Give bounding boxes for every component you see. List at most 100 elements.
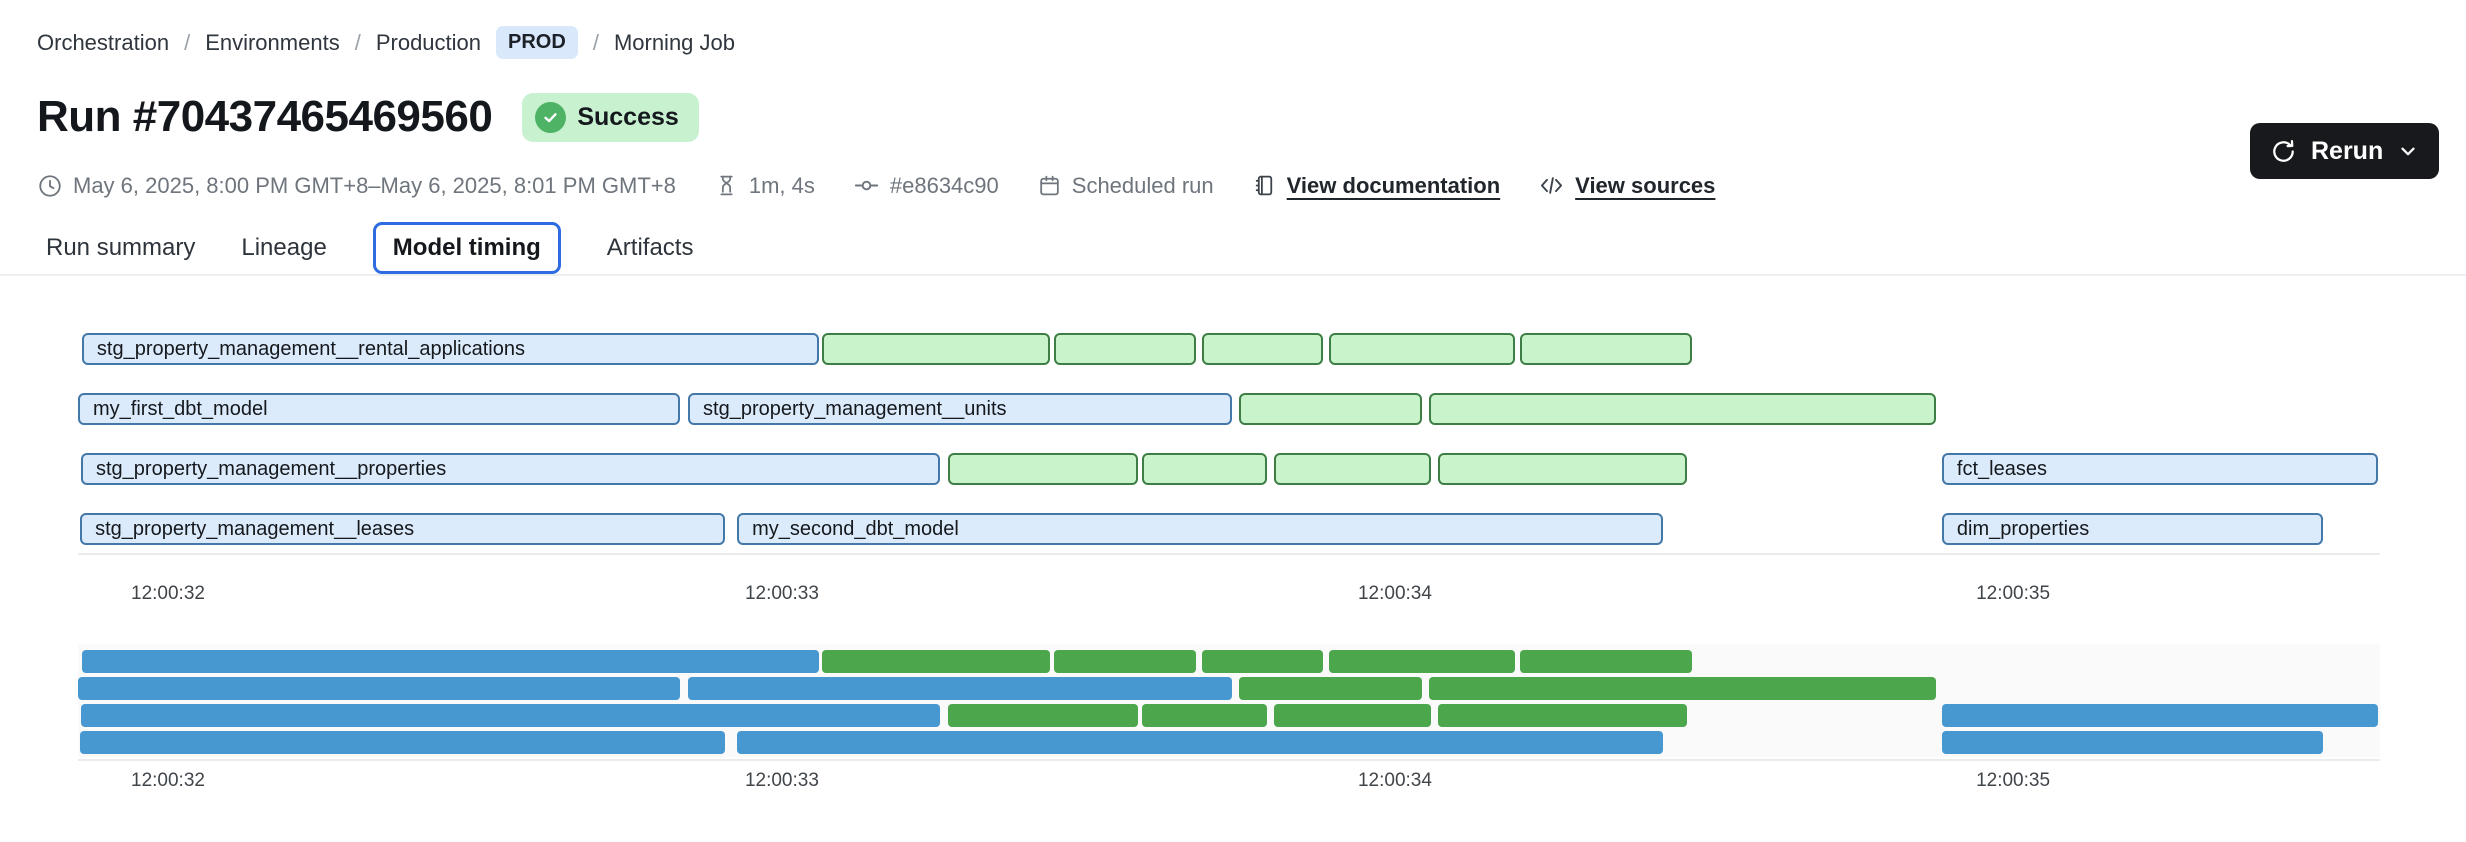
minimap-row <box>78 677 2380 700</box>
gantt-bar[interactable]: my_second_dbt_model <box>737 513 1664 545</box>
gantt-bar[interactable] <box>822 333 1050 365</box>
minimap-bar[interactable] <box>737 731 1664 754</box>
minimap-bar[interactable] <box>81 650 819 673</box>
minimap-bar[interactable] <box>1429 677 1936 700</box>
minimap-bar[interactable] <box>80 731 726 754</box>
minimap-bar[interactable] <box>1941 731 2323 754</box>
minimap-bar[interactable] <box>1238 677 1422 700</box>
gantt-bar-label: stg_property_management__properties <box>95 457 447 480</box>
gantt-bar-label: my_first_dbt_model <box>93 397 268 420</box>
status-badge: Success <box>522 92 699 142</box>
time-tick-label: 12:00:33 <box>744 583 819 604</box>
minimap-row <box>78 650 2380 673</box>
breadcrumb-environments[interactable]: Environments <box>205 29 340 55</box>
page-title: Run #70437465469560 <box>37 92 493 141</box>
refresh-icon <box>2273 139 2294 162</box>
gantt-bar[interactable] <box>1238 393 1422 425</box>
minimap-bar[interactable] <box>1141 704 1267 727</box>
minimap-bar[interactable] <box>1054 650 1197 673</box>
gantt-bar[interactable] <box>1438 453 1688 485</box>
gantt-row: stg_property_management__leases my_second… <box>78 513 2380 545</box>
time-tick-label: 12:00:34 <box>1357 583 1432 604</box>
breadcrumb-separator: / <box>184 29 191 55</box>
view-sources-link-item: View sources <box>1538 172 1715 199</box>
gantt-bar-label: stg_property_management__units <box>703 397 1007 420</box>
time-tick-label: 12:00:32 <box>131 770 205 791</box>
breadcrumb-separator: / <box>354 29 361 55</box>
gantt-bar-label: my_second_dbt_model <box>752 517 959 540</box>
rerun-button[interactable]: Rerun <box>2250 123 2440 179</box>
gantt-bar[interactable]: stg_property_management__units <box>688 393 1232 425</box>
gantt-bar[interactable]: fct_leases <box>1941 453 2378 485</box>
minimap-bar[interactable] <box>80 704 941 727</box>
minimap-row <box>78 731 2380 754</box>
documentation-icon <box>1255 175 1272 196</box>
minimap-bar[interactable] <box>947 704 1138 727</box>
run-time-range: May 6, 2025, 8:00 PM GMT+8–May 6, 2025, … <box>37 173 676 199</box>
minimap-bar[interactable] <box>1941 704 2378 727</box>
time-tick-label: 12:00:32 <box>131 583 205 604</box>
status-badge-label: Success <box>577 102 679 131</box>
model-timing-gantt: stg_property_management__rental_applicat… <box>78 333 2380 548</box>
tabs-divider <box>0 274 2466 276</box>
minimap-bar[interactable] <box>1519 650 1692 673</box>
gantt-bar[interactable]: stg_property_management__rental_applicat… <box>81 333 819 365</box>
success-check-icon <box>535 101 567 133</box>
breadcrumb: Orchestration / Environments / Productio… <box>37 26 735 59</box>
time-tick-label: 12:00:35 <box>1976 583 2051 604</box>
gantt-bar[interactable] <box>1141 453 1267 485</box>
time-tick-label: 12:00:33 <box>744 770 819 791</box>
tab-run-summary[interactable]: Run summary <box>46 234 196 261</box>
minimap-bar[interactable] <box>78 677 680 700</box>
run-tabs: Run summary Lineage Model timing Artifac… <box>46 222 693 274</box>
minimap-bar[interactable] <box>1202 650 1324 673</box>
minimap-bar[interactable] <box>688 677 1232 700</box>
gantt-bar-label: dim_properties <box>1956 517 2090 540</box>
gantt-bar[interactable] <box>947 453 1138 485</box>
gantt-bar-label: fct_leases <box>1956 457 2047 480</box>
minimap-bar[interactable] <box>1273 704 1431 727</box>
title-row: Run #70437465469560 Success <box>37 92 699 142</box>
gantt-bar[interactable] <box>1202 333 1324 365</box>
rerun-button-label: Rerun <box>2311 136 2384 165</box>
breadcrumb-orchestration[interactable]: Orchestration <box>37 29 170 55</box>
gantt-minimap[interactable] <box>78 644 2380 757</box>
gantt-bar[interactable] <box>1328 333 1515 365</box>
git-commit-icon <box>854 180 879 191</box>
minimap-bar[interactable] <box>822 650 1050 673</box>
view-sources-link[interactable]: View sources <box>1575 172 1716 198</box>
gantt-bar[interactable] <box>1429 393 1936 425</box>
calendar-icon <box>1040 175 1059 196</box>
minimap-axis-divider <box>78 759 2380 761</box>
clock-icon <box>39 174 61 197</box>
run-duration: 1m, 4s <box>714 173 815 199</box>
gantt-bar[interactable] <box>1519 333 1692 365</box>
gantt-bar[interactable] <box>1054 333 1197 365</box>
gantt-time-axis: 12:00:32 12:00:33 12:00:34 12:00:35 <box>78 583 2380 609</box>
minimap-bar[interactable] <box>1328 650 1515 673</box>
run-meta-row: May 6, 2025, 8:00 PM GMT+8–May 6, 2025, … <box>37 172 1715 199</box>
tab-lineage[interactable]: Lineage <box>241 234 327 261</box>
gantt-row: my_first_dbt_model stg_property_managemen… <box>78 393 2380 425</box>
gantt-bar[interactable]: stg_property_management__leases <box>80 513 726 545</box>
gantt-row: stg_property_management__properties fct_l… <box>78 453 2380 485</box>
gantt-bar[interactable]: dim_properties <box>1941 513 2323 545</box>
gantt-bar[interactable]: stg_property_management__properties <box>80 453 941 485</box>
breadcrumb-morning-job[interactable]: Morning Job <box>613 29 736 55</box>
gantt-bar[interactable]: my_first_dbt_model <box>78 393 680 425</box>
view-documentation-link[interactable]: View documentation <box>1286 172 1501 198</box>
minimap-bar[interactable] <box>1438 704 1688 727</box>
breadcrumb-separator: / <box>592 29 599 55</box>
code-icon <box>1541 177 1563 194</box>
breadcrumb-production[interactable]: Production <box>375 29 482 55</box>
gantt-bar-label: stg_property_management__leases <box>95 517 415 540</box>
gantt-bar-label: stg_property_management__rental_applicat… <box>96 337 525 360</box>
tab-model-timing[interactable]: Model timing <box>372 222 561 274</box>
tab-artifacts[interactable]: Artifacts <box>606 234 694 261</box>
gantt-row: stg_property_management__rental_applicat… <box>78 333 2380 365</box>
time-tick-label: 12:00:34 <box>1357 770 1432 791</box>
gantt-bar[interactable] <box>1273 453 1431 485</box>
gantt-axis-divider <box>78 553 2380 555</box>
